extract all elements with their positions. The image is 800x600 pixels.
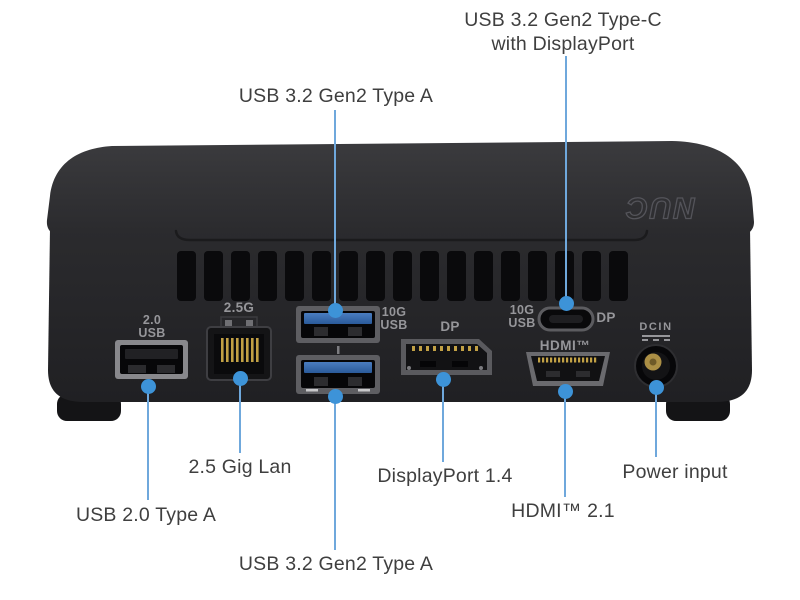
vent-slot — [609, 251, 628, 301]
usb2-port-label: 2.0 USB — [138, 313, 166, 340]
vent-slot — [312, 251, 331, 301]
callout-label-usb-a-bottom: USB 3.2 Gen2 Type A — [238, 553, 434, 575]
callout-label-displayport: DisplayPort 1.4 — [377, 465, 513, 487]
hdmi-port-label: HDMI™ — [539, 338, 591, 353]
leader-line-usb-c — [565, 56, 567, 299]
lan-port-label: 2.5G — [223, 300, 255, 315]
vent-slot — [231, 251, 250, 301]
vent-slot — [366, 251, 385, 301]
callout-dot-usb-a-top — [327, 302, 343, 318]
usb-2.0-port — [115, 340, 188, 379]
leader-line-hdmi — [564, 395, 566, 497]
callout-label-usb-c: USB 3.2 Gen2 Type-C with DisplayPort — [464, 9, 662, 55]
port-divider-tick — [337, 346, 340, 354]
dcin-port-label: DCIN — [639, 321, 673, 333]
vent-slot — [528, 251, 547, 301]
vent-slot — [393, 251, 412, 301]
usb-3.2-port-bottom — [296, 355, 380, 394]
vent-slot — [582, 251, 601, 301]
leader-line-lan — [239, 383, 241, 453]
hdmi-port — [526, 352, 610, 386]
usbc-right-port-label: DP — [596, 310, 616, 325]
vent-grille — [177, 251, 628, 301]
usb-3.2-port-top — [296, 306, 380, 343]
callout-label-power: Power input — [622, 461, 728, 483]
usbc-left-port-label: 10G USB — [508, 303, 536, 330]
usb3-top-port-label: 10G USB — [380, 305, 408, 332]
vent-slot — [555, 251, 574, 301]
leader-line-displayport — [442, 383, 444, 462]
callout-dot-usb-c — [558, 295, 574, 311]
displayport-port-label: DP — [440, 319, 460, 334]
leader-line-usb2 — [147, 390, 149, 500]
vent-slot — [420, 251, 439, 301]
device-top-face — [46, 141, 754, 236]
leader-line-usb-a-bottom — [334, 400, 336, 550]
lid-seam — [174, 229, 649, 242]
callout-label-usb-a-top: USB 3.2 Gen2 Type A — [238, 85, 434, 107]
callout-label-lan: 2.5 Gig Lan — [188, 456, 292, 478]
vent-slot — [501, 251, 520, 301]
callout-dot-lan — [232, 370, 248, 386]
vent-slot — [204, 251, 223, 301]
callout-dot-displayport — [435, 371, 451, 387]
vent-slot — [285, 251, 304, 301]
callout-label-usb2: USB 2.0 Type A — [75, 504, 217, 526]
leader-line-power — [655, 391, 657, 457]
dc-power-jack — [634, 344, 678, 388]
callout-dot-usb-a-bottom — [327, 388, 343, 404]
callout-dot-power — [648, 379, 664, 395]
nuc-logo: NUC — [625, 191, 696, 224]
callout-dot-hdmi — [557, 383, 573, 399]
dc-symbol — [642, 335, 670, 341]
vent-slot — [339, 251, 358, 301]
callout-dot-usb2 — [140, 378, 156, 394]
vent-slot — [177, 251, 196, 301]
callout-label-hdmi: HDMI™ 2.1 — [511, 500, 615, 522]
ethernet-port — [206, 316, 272, 381]
displayport-port — [401, 339, 492, 375]
vent-slot — [447, 251, 466, 301]
usb-c-port — [537, 306, 595, 332]
vent-slot — [474, 251, 493, 301]
leader-line-usb-a-top — [334, 110, 336, 306]
vent-slot — [258, 251, 277, 301]
